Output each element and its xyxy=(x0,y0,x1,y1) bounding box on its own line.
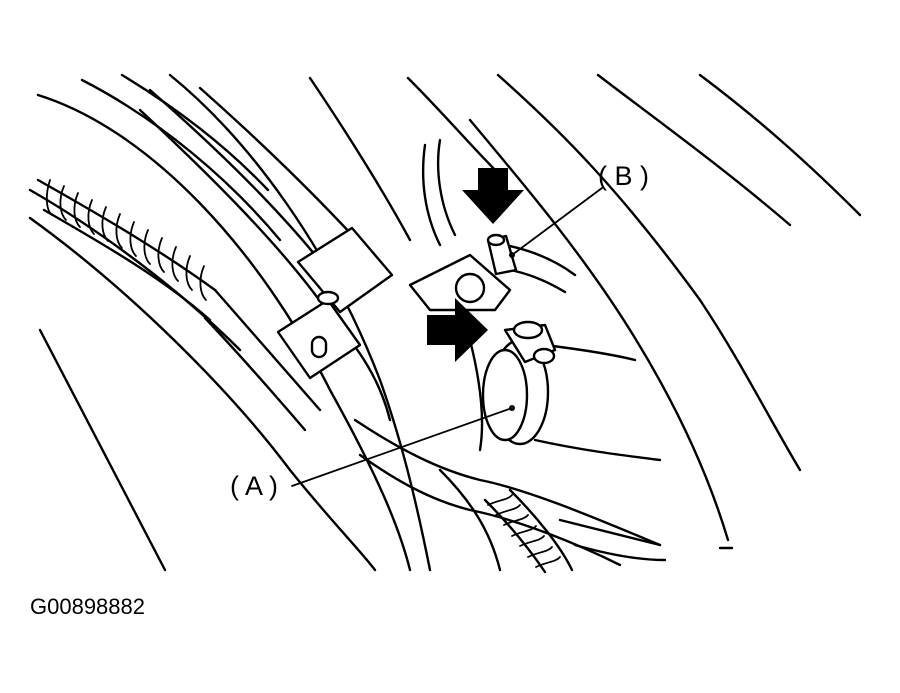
harness-sleeves xyxy=(276,226,394,380)
lower-hose xyxy=(353,418,667,572)
leader-dot-a xyxy=(509,405,515,411)
leader-line-a xyxy=(291,407,513,487)
small-hose-b xyxy=(486,233,577,294)
corrugated-conduit-lower xyxy=(483,488,574,574)
leader-line-b xyxy=(511,187,603,256)
arrow-right-icon xyxy=(427,298,488,362)
bracket xyxy=(408,138,512,312)
leader-dot-b xyxy=(509,252,515,258)
fender-outline xyxy=(28,188,377,572)
background-contours xyxy=(36,73,862,572)
label-a: ( A ) xyxy=(230,471,278,501)
large-hose-a xyxy=(468,320,662,462)
label-b: ( B ) xyxy=(598,161,649,191)
arrow-down-icon xyxy=(462,168,524,224)
figure-code: G00898882 xyxy=(30,594,145,619)
corrugated-conduit-left xyxy=(36,178,217,322)
